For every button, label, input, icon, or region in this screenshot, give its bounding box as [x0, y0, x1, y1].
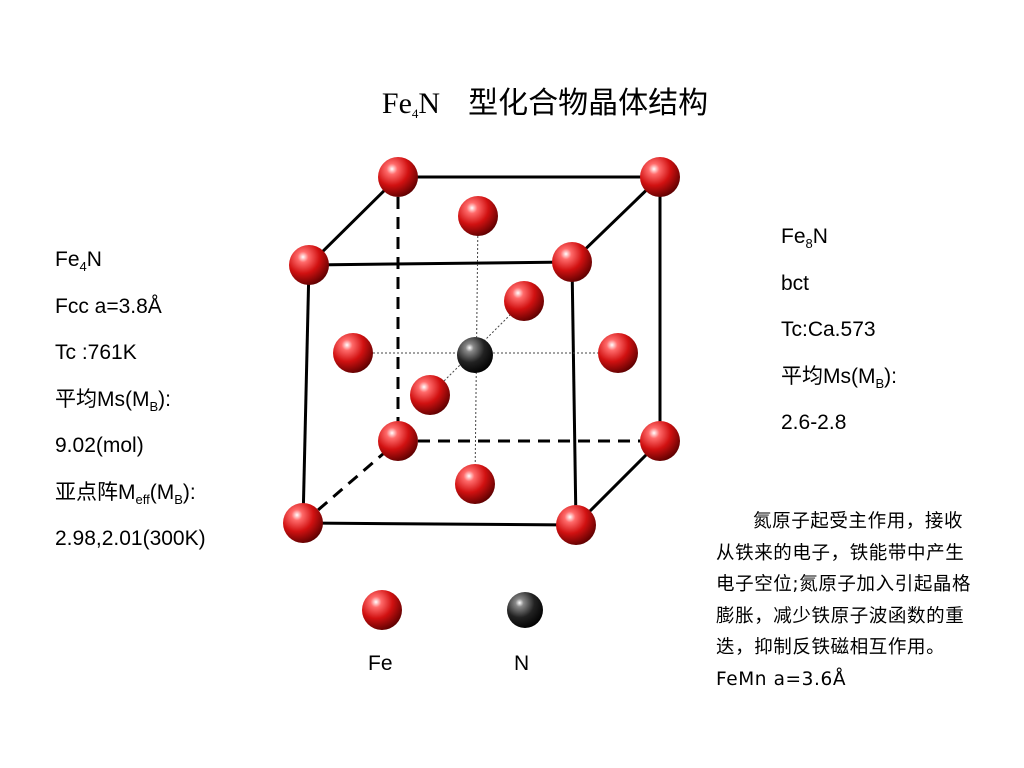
- fe8n-lattice: bct: [781, 271, 810, 295]
- fe4n-properties: Fe4N Fcc a=3.8Å Tc :761K 平均Ms(MB): 9.02(…: [55, 248, 206, 574]
- fe-atom-back-top-left: [378, 157, 418, 197]
- fe-atom-front-top-right: [552, 242, 592, 282]
- fe-atom-face-bottom: [455, 464, 495, 504]
- fe4n-meff-label: 亚点阵Meff(MB):: [55, 480, 196, 507]
- legend-fe-label: Fe: [368, 652, 393, 675]
- edge-front-top: [308, 260, 573, 267]
- fe4n-formula: Fe4N: [55, 248, 102, 274]
- fe-atoms: [283, 157, 680, 545]
- edge-front-right: [570, 261, 578, 526]
- cube-hidden-edges: [302, 177, 660, 525]
- edge-top-right: [570, 175, 662, 264]
- fe8n-ms-label: 平均Ms(MB):: [781, 364, 897, 391]
- fe4n-meff-value: 2.98,2.01(300K): [55, 527, 206, 550]
- edge-front-bottom: [302, 521, 577, 527]
- fe-atom-face-top: [458, 196, 498, 236]
- fe-atom-front-bottom-left: [283, 503, 323, 543]
- legend-fe-atom: [362, 590, 402, 630]
- hidden-edge-left-bottom: [302, 439, 399, 525]
- bond-vertical: [474, 215, 479, 485]
- fe-atom-back-top-right: [640, 157, 680, 197]
- fe-atom-back-bottom-left: [378, 421, 418, 461]
- fe-atom-front-bottom-right: [556, 505, 596, 545]
- fe4n-tc: Tc :761K: [55, 341, 137, 364]
- fe-atom-face-left: [333, 333, 373, 373]
- fe-atom-front-top-left: [289, 245, 329, 285]
- fe8n-formula: Fe8N: [781, 225, 828, 251]
- edge-front-left: [301, 264, 311, 524]
- fe4n-ms-label: 平均Ms(MB):: [55, 387, 171, 414]
- legend-n-atom: [507, 592, 543, 628]
- fe-atom-face-front: [410, 375, 450, 415]
- fe8n-properties: Fe8N bct Tc:Ca.573 平均Ms(MB): 2.6-2.8: [781, 225, 897, 458]
- fe-atom-face-back: [504, 281, 544, 321]
- cube-edges: [301, 175, 662, 527]
- fe-atom-face-right: [598, 333, 638, 373]
- fe4n-lattice: Fcc a=3.8Å: [55, 294, 162, 318]
- legend-n-label: N: [514, 652, 530, 675]
- nitrogen-effect-description: 氮原子起受主作用，接收从铁来的电子，铁能带中产生电子空位;氮原子加入引起晶格膨胀…: [716, 511, 972, 690]
- edge-top-left: [307, 175, 400, 267]
- fe-atom-back-bottom-right: [640, 421, 680, 461]
- fe4n-ms-value: 9.02(mol): [55, 434, 144, 457]
- fe8n-tc: Tc:Ca.573: [781, 318, 876, 341]
- fe8n-ms-value: 2.6-2.8: [781, 411, 847, 434]
- n-atom-center: [457, 337, 493, 373]
